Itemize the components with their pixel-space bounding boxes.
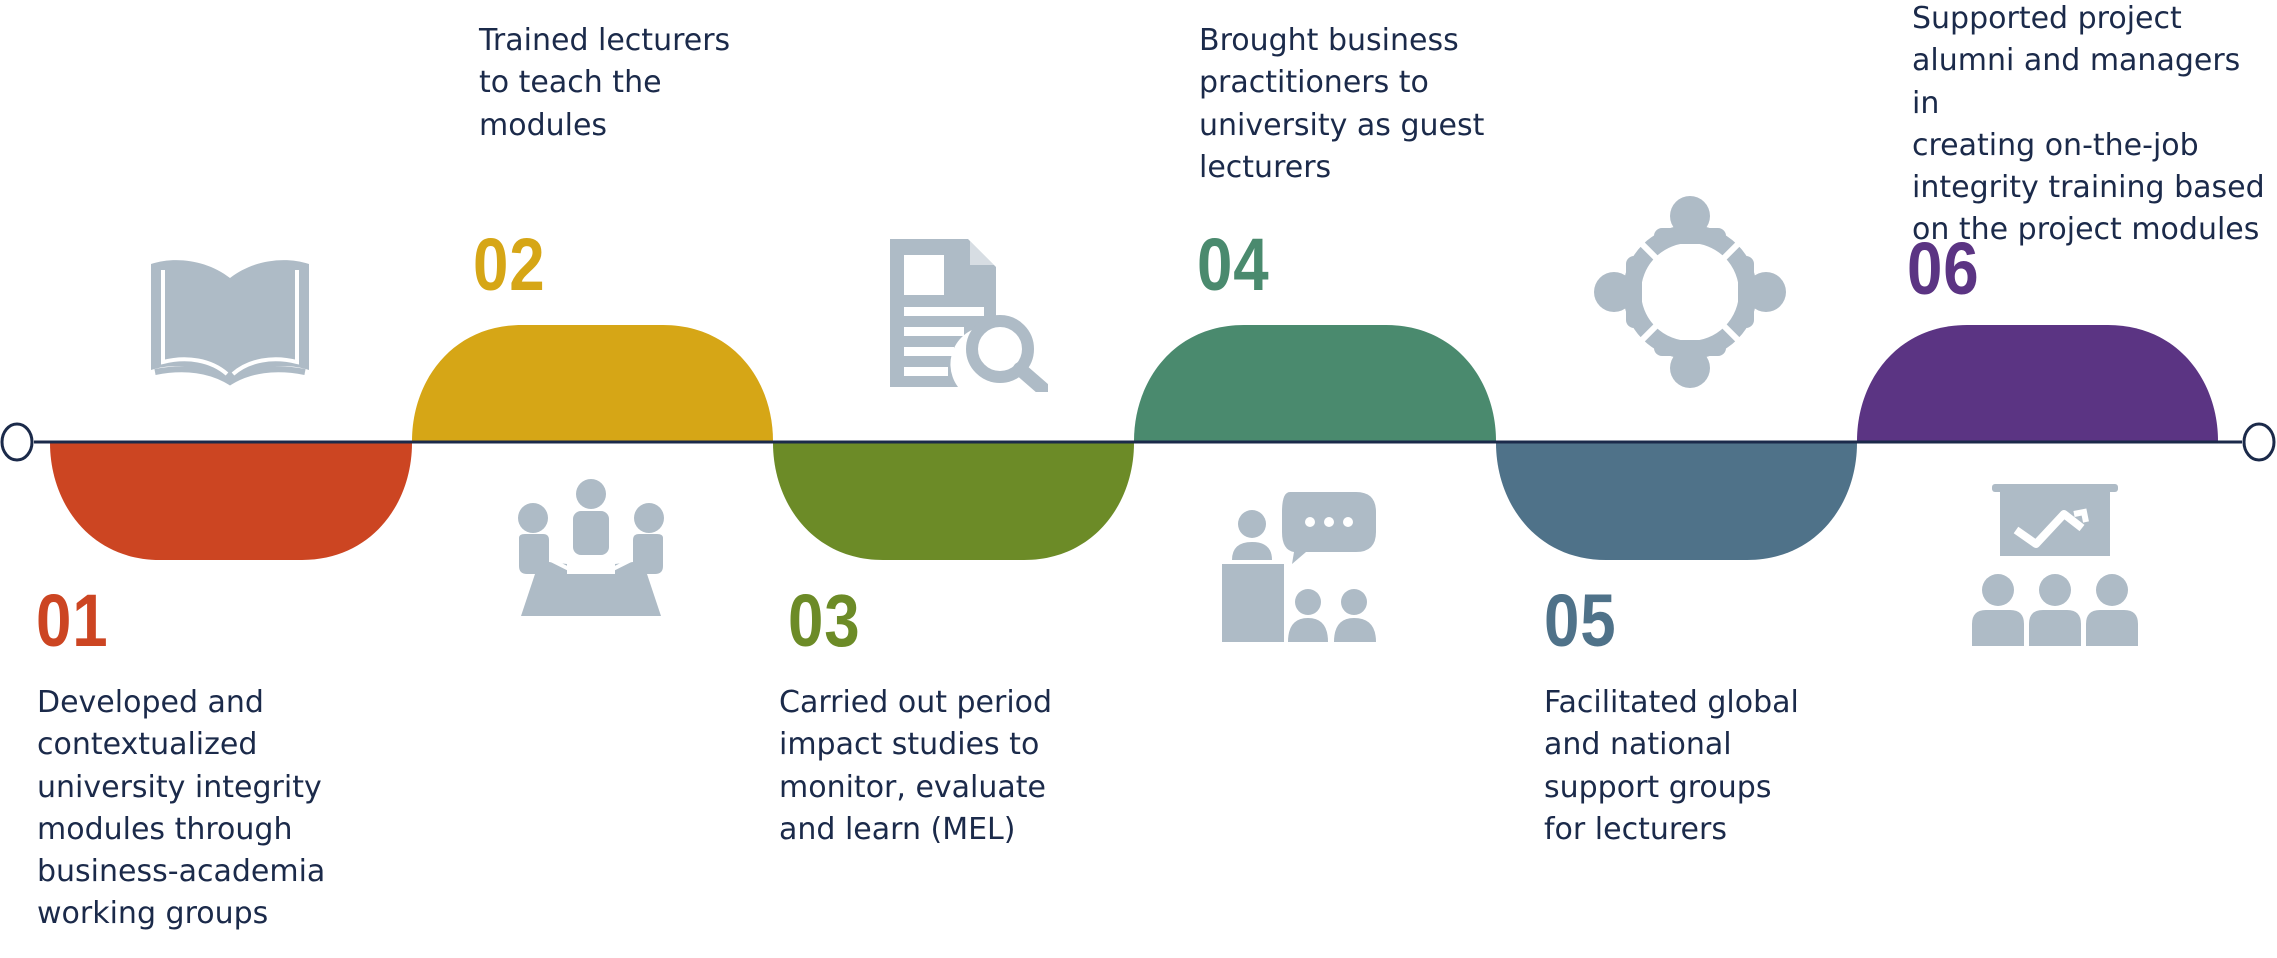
step-03-bump <box>773 442 1134 560</box>
document-search-icon <box>888 237 1048 392</box>
speaker-audience-icon <box>1220 490 1378 643</box>
step-05-text: Facilitated global and national support … <box>1544 685 1799 847</box>
step-05-number: 05 <box>1544 579 1617 662</box>
open-book-icon <box>145 250 315 386</box>
step-03-number: 03 <box>788 579 861 662</box>
meeting-table-icon <box>515 478 667 618</box>
step-06-text: Supported project alumni and managers in… <box>1912 1 2265 248</box>
step-04-bump <box>1134 325 1496 442</box>
timeline-end-cap <box>2242 422 2276 462</box>
presentation-audience-icon <box>1970 484 2140 646</box>
step-04-text: Brought business practitioners to univer… <box>1199 23 1485 185</box>
step-01-text: Developed and contextualized university … <box>37 685 326 932</box>
step-05-bump <box>1496 442 1857 560</box>
step-01-number: 01 <box>36 579 109 662</box>
step-02-bump <box>412 325 773 442</box>
group-circle-icon <box>1592 194 1788 390</box>
step-01-bump <box>50 442 412 560</box>
step-04-number: 04 <box>1197 223 1270 306</box>
step-03-text: Carried out period impact studies to mon… <box>779 685 1053 847</box>
step-06-number: 06 <box>1907 227 1980 310</box>
step-02-text: Trained lecturers to teach the modules <box>479 23 731 143</box>
step-02-number: 02 <box>473 223 546 306</box>
timeline-start-cap <box>0 422 34 462</box>
step-06-bump <box>1857 325 2218 442</box>
